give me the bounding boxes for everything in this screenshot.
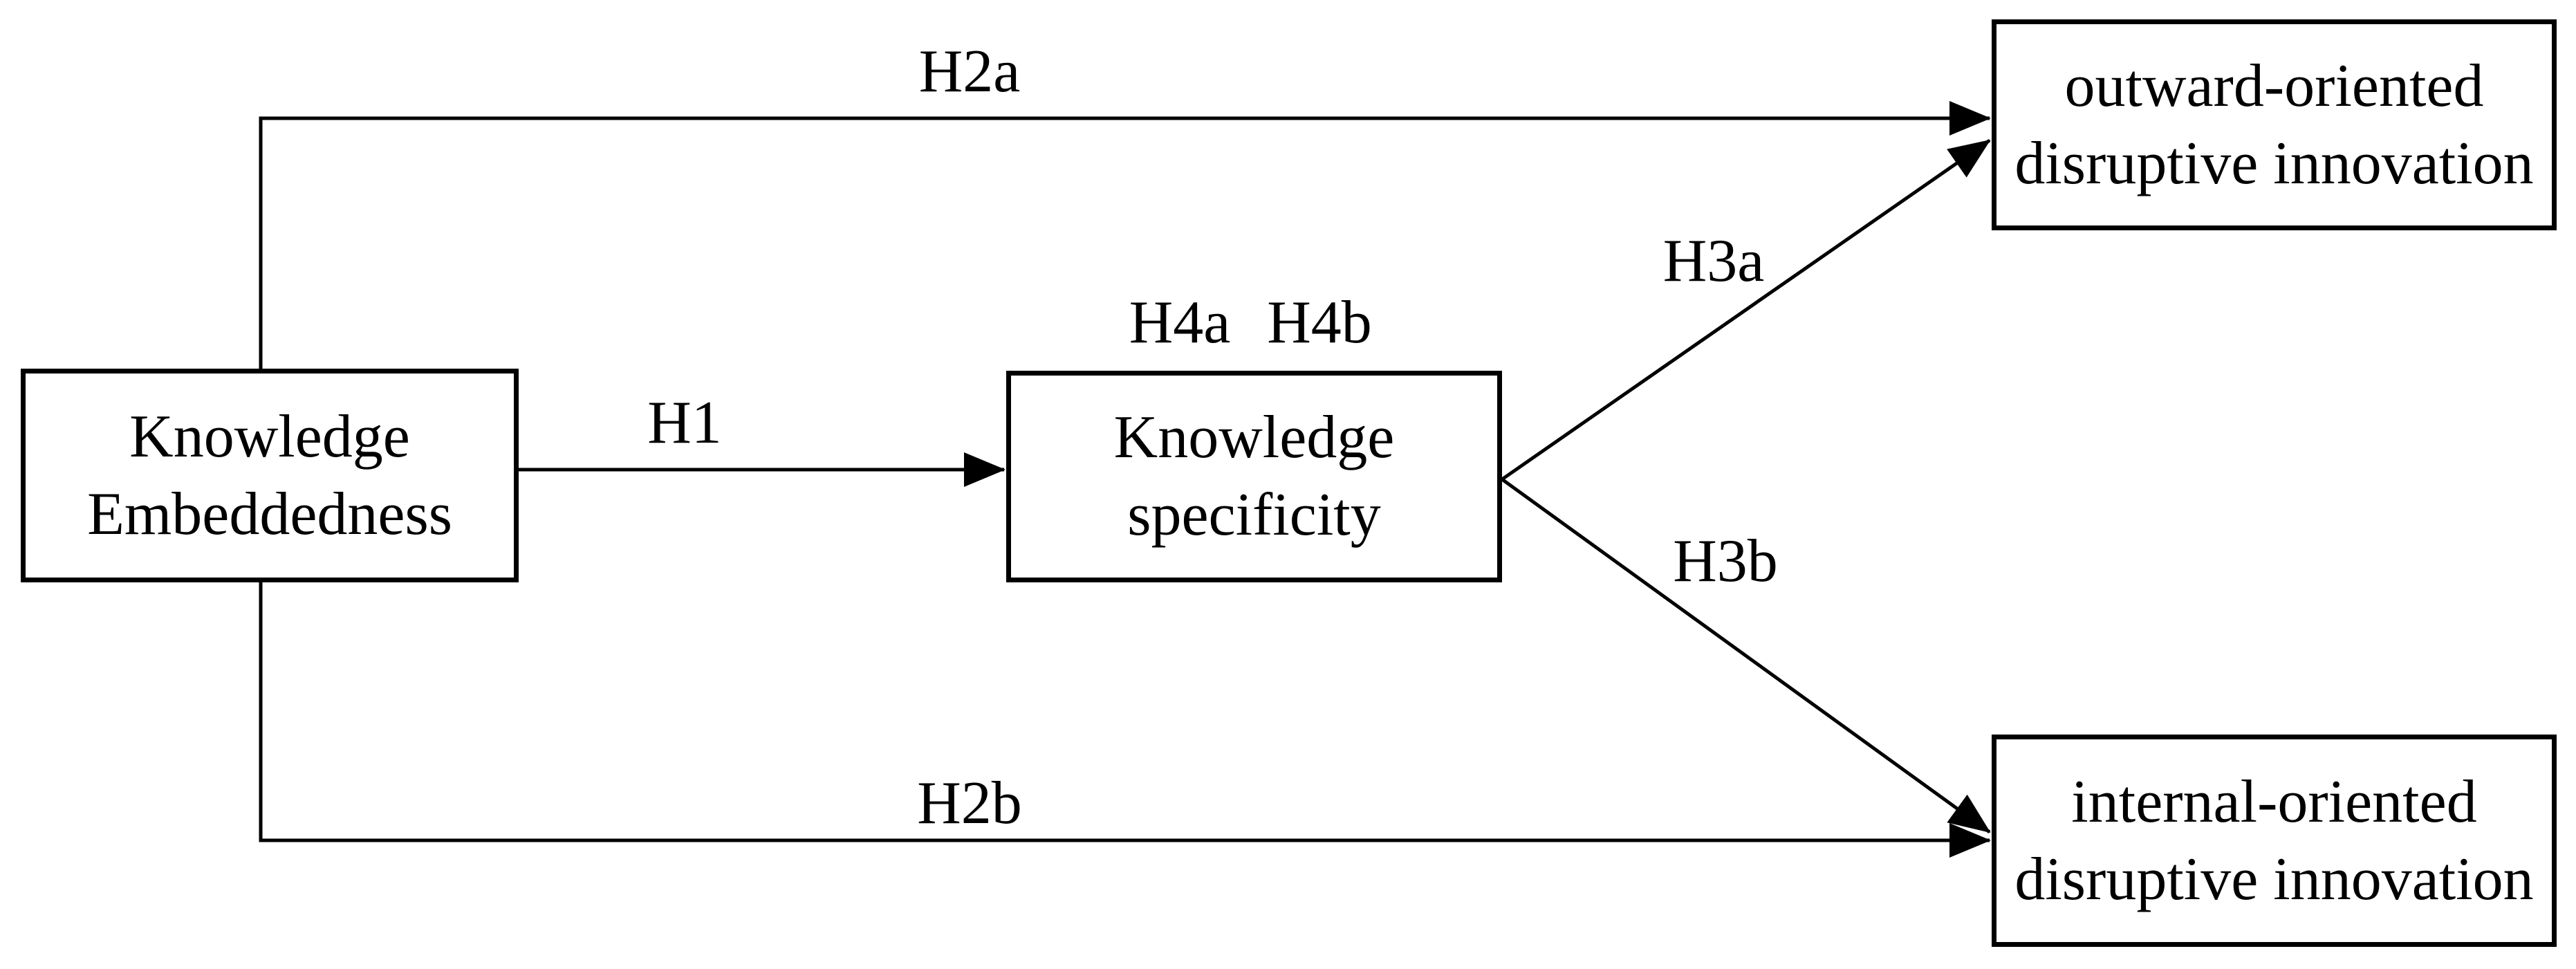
node-knowledge-specificity: Knowledge specificity xyxy=(1006,371,1502,582)
node-outward-line1: outward-oriented xyxy=(2064,52,2484,120)
node-internal-line1: internal-oriented xyxy=(2071,768,2477,836)
node-knowledge-embeddedness-line2: Embeddedness xyxy=(87,480,452,548)
label-h1: H1 xyxy=(647,389,722,456)
label-h4a: H4a xyxy=(1129,289,1231,356)
label-h4b: H4b xyxy=(1267,289,1372,356)
h3b-arrow xyxy=(1501,477,1991,834)
node-knowledge-specificity-line1: Knowledge xyxy=(1113,404,1395,471)
label-h3a: H3a xyxy=(1662,228,1765,295)
label-h2b: H2b xyxy=(917,770,1022,837)
h2b-arrow xyxy=(259,578,1991,858)
node-outward-disruptive-innovation: outward-oriented disruptive innovation xyxy=(1992,19,2557,230)
node-internal-disruptive-innovation: internal-oriented disruptive innovation xyxy=(1992,735,2557,947)
node-internal-line2: disruptive innovation xyxy=(2014,845,2534,913)
h3a-arrow xyxy=(1501,138,1991,481)
label-h3b: H3b xyxy=(1673,528,1778,595)
node-knowledge-embeddedness-line1: Knowledge xyxy=(129,403,410,470)
node-knowledge-specificity-line2: specificity xyxy=(1127,481,1381,548)
node-knowledge-embeddedness: Knowledge Embeddedness xyxy=(21,369,519,582)
label-h2a: H2a xyxy=(918,38,1021,105)
h2a-arrow xyxy=(259,101,1991,373)
node-outward-line2: disruptive innovation xyxy=(2014,129,2534,197)
